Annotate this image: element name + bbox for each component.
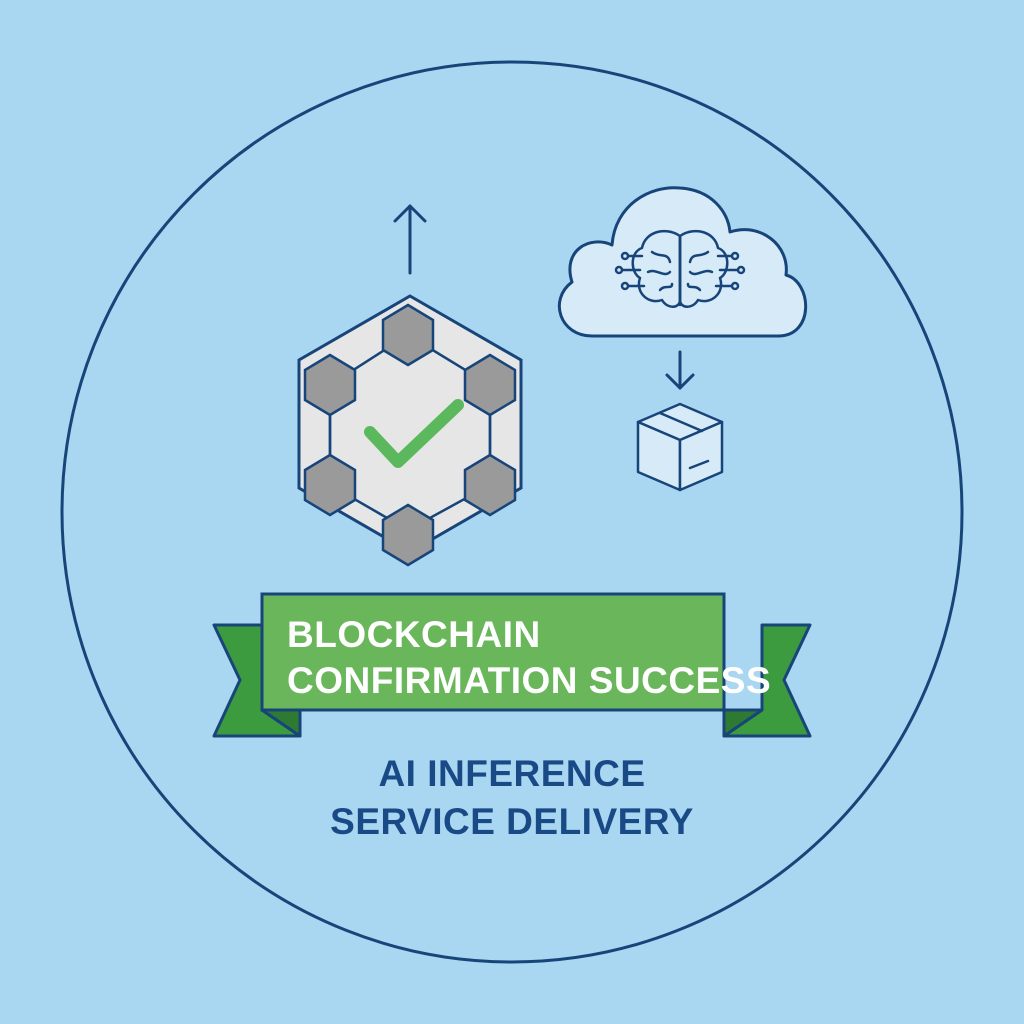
package-box-icon	[636, 402, 724, 492]
checkmark-icon	[364, 399, 464, 468]
banner-title: BLOCKCHAIN CONFIRMATION SUCCESS	[287, 612, 772, 704]
ribbon-banner	[212, 592, 812, 738]
caption-line-2: SERVICE DELIVERY	[330, 801, 694, 842]
arrow-up-icon	[393, 204, 427, 275]
chain-node	[381, 503, 435, 567]
caption-line-1: AI INFERENCE	[378, 753, 646, 794]
banner-line-2: CONFIRMATION SUCCESS	[287, 660, 772, 701]
chain-node	[303, 453, 357, 517]
chain-node	[303, 353, 357, 417]
chain-node	[463, 453, 517, 517]
caption: AI INFERENCE SERVICE DELIVERY	[300, 750, 724, 846]
brain-circuit-icon	[614, 229, 746, 308]
chain-node	[381, 303, 435, 367]
cloud-icon	[557, 186, 808, 338]
main-ring	[60, 60, 964, 964]
chain-node	[463, 353, 517, 417]
arrow-down-icon	[665, 350, 695, 390]
hexagon-network-icon	[297, 294, 523, 567]
banner-line-1: BLOCKCHAIN	[287, 614, 541, 655]
